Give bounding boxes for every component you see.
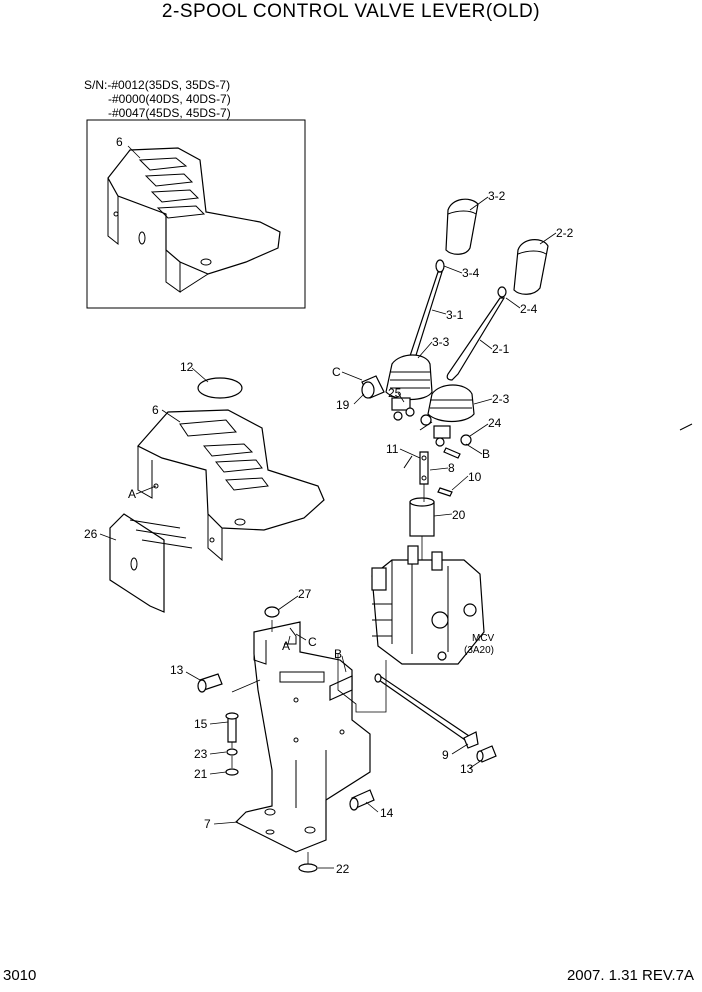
- serial-number-note: S/N:-#0012(35DS, 35DS-7) -#0000(40DS, 40…: [84, 78, 231, 120]
- rod-part-9: [374, 673, 479, 749]
- floor-cover-part-6: [137, 377, 325, 562]
- label-6-main: 6: [152, 403, 159, 417]
- label-10: 10: [468, 470, 482, 484]
- label-2-3: 2-3: [492, 392, 510, 406]
- assembly-guide-lines: [231, 484, 425, 864]
- bolt-part-15: [225, 712, 239, 743]
- lever-assembly-2: [420, 239, 549, 447]
- label-3-4: 3-4: [462, 266, 480, 280]
- label-24: 24: [488, 416, 502, 430]
- bushing-part-19: [361, 375, 385, 399]
- label-22: 22: [336, 862, 350, 876]
- serial-note-line-1: S/N:-#0012(35DS, 35DS-7): [84, 78, 231, 92]
- serial-line-2: -#0000(40DS, 40DS-7): [108, 92, 231, 106]
- label-27: 27: [298, 587, 312, 601]
- label-2-4: 2-4: [520, 302, 538, 316]
- label-3-2: 3-2: [488, 189, 506, 203]
- washer-part-23: [226, 748, 238, 756]
- nut-part-27: [264, 606, 280, 618]
- diagram-title: 2-SPOOL CONTROL VALVE LEVER(OLD): [161, 1, 541, 22]
- label-a-left: A: [128, 487, 136, 501]
- label-2-2: 2-2: [556, 226, 574, 240]
- bolt-part-14: [349, 789, 375, 811]
- label-2-1: 2-1: [492, 342, 510, 356]
- label-mcv: MCV: [472, 633, 495, 644]
- label-3-1: 3-1: [446, 308, 464, 322]
- bolt-part-13-right: [476, 745, 497, 763]
- inset-cover-part-6: [107, 147, 281, 293]
- label-3-3: 3-3: [432, 335, 450, 349]
- label-15: 15: [194, 717, 208, 731]
- lever-assembly-3: [385, 198, 479, 421]
- label-23: 23: [194, 747, 208, 761]
- serial-prefix: S/N:: [84, 78, 108, 92]
- link-parts: [403, 421, 693, 497]
- label-9: 9: [442, 748, 449, 762]
- label-14: 14: [380, 806, 394, 820]
- label-6-inset: 6: [116, 135, 123, 149]
- label-b-top: B: [482, 447, 490, 461]
- main-control-valve: [371, 545, 485, 665]
- revision-date: 2007. 1.31 REV.7A: [566, 967, 694, 984]
- leader-lines: [99, 145, 557, 869]
- label-a-bracket: A: [282, 639, 290, 653]
- washer-part-22: [298, 863, 318, 873]
- label-b-bracket: B: [334, 647, 342, 661]
- serial-line-3: -#0047(45DS, 45DS-7): [108, 106, 231, 120]
- label-mcv-code: (3A20): [464, 645, 494, 656]
- label-25: 25: [388, 386, 402, 400]
- label-26: 26: [84, 527, 98, 541]
- label-20: 20: [452, 508, 466, 522]
- label-13-left: 13: [170, 663, 184, 677]
- label-21: 21: [194, 767, 208, 781]
- label-c-top: C: [332, 365, 341, 379]
- label-8: 8: [448, 461, 455, 475]
- spacer-part-20: [409, 497, 435, 537]
- page-number: 3010: [3, 967, 37, 984]
- bracket-part-7: [234, 621, 371, 853]
- label-13-right: 13: [460, 762, 474, 776]
- serial-line-1: -#0012(35DS, 35DS-7): [107, 78, 231, 92]
- part-labels: 6 3-2 2-2 3-4 2-4 3-1 2-1 3-3 C 19 25 2-…: [84, 135, 574, 876]
- bolt-part-13-left: [197, 673, 223, 693]
- label-11: 11: [386, 442, 399, 456]
- inset-frame: [86, 119, 306, 309]
- label-19: 19: [336, 398, 350, 412]
- washer-part-21: [225, 768, 239, 776]
- label-7: 7: [204, 817, 211, 831]
- label-c-bracket: C: [308, 635, 317, 649]
- plate-part-26: [109, 513, 193, 613]
- label-12: 12: [180, 360, 194, 374]
